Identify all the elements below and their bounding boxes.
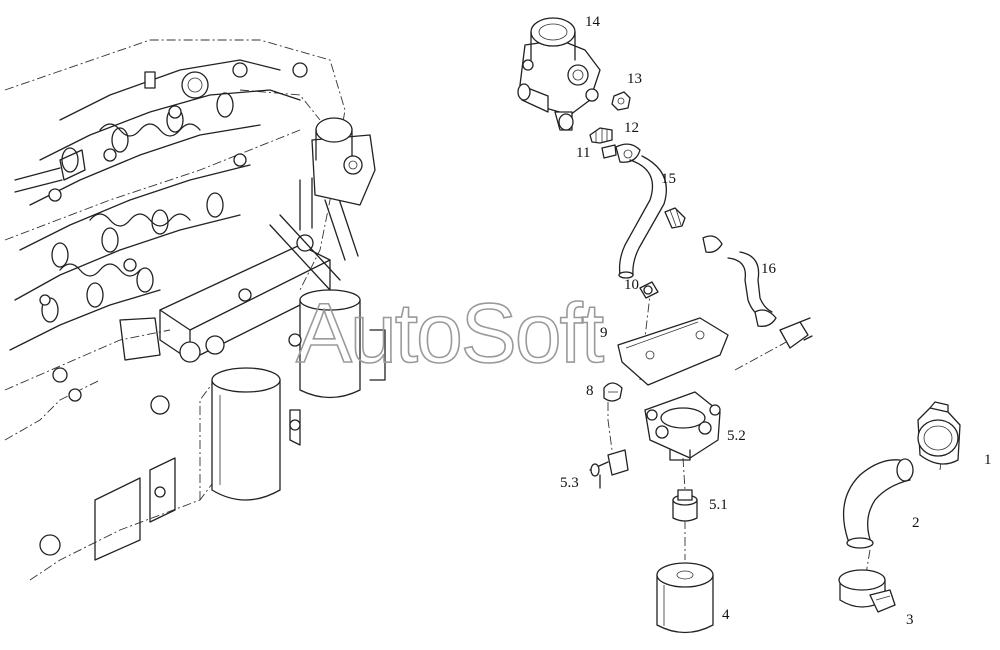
part-5-2-filter-head [644,391,721,461]
label-10: 10 [624,277,639,293]
engine-mounted-filter-assembly [159,117,386,501]
watermark: AutoSoft [296,286,604,380]
part-4-filter-cartridge [656,562,714,634]
label-13: 13 [627,71,642,87]
label-3: 3 [906,612,914,628]
label-12: 12 [624,120,639,136]
part-14-housing [517,17,601,131]
label-5-3: 5.3 [560,475,579,491]
callout-labels: 1 2 3 4 5.1 5.2 5.3 8 9 10 11 12 13 14 1… [560,14,992,628]
label-14: 14 [585,14,601,30]
assembly-centerlines [559,94,946,581]
label-2: 2 [912,515,920,531]
label-8: 8 [586,383,594,399]
part-11-connector [601,143,641,163]
label-15: 15 [661,171,676,187]
part-15-hose [618,155,668,279]
label-9: 9 [600,325,608,341]
part-13-nut [611,91,631,111]
part-12-fitting [589,127,613,144]
part-2-elbow-hose [842,458,914,549]
engine-block [4,39,346,581]
part-3-hose-clamp [838,569,896,613]
label-5-1: 5.1 [709,497,728,513]
label-4: 4 [722,607,730,623]
part-1-hose-clamp [917,401,961,465]
part-9-bracket [617,317,729,386]
label-16: 16 [761,261,777,277]
label-11: 11 [576,145,590,161]
part-5-1-adapter [672,489,698,522]
part-5-3-drain-cock [589,449,629,489]
label-1: 1 [984,452,992,468]
part-10-nipple [639,281,659,299]
part-8-clamp [603,382,623,402]
label-5-2: 5.2 [727,428,746,444]
part-16-hose [664,207,813,349]
